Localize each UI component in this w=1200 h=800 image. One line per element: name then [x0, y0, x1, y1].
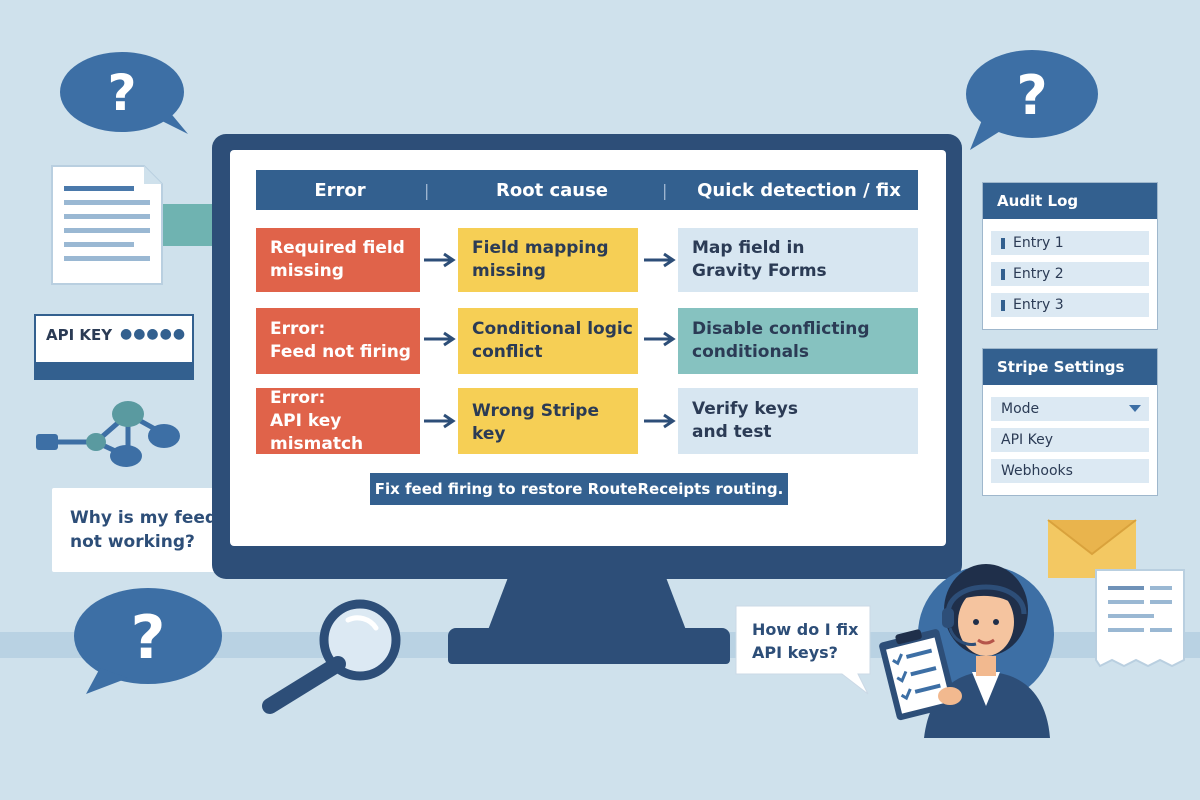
- svg-text:?: ?: [131, 603, 166, 673]
- question-bubble-top-left-icon: ?: [60, 52, 188, 134]
- audit-log-title: Audit Log: [983, 183, 1157, 219]
- row-1-cause-cell: Field mapping missing: [458, 228, 638, 292]
- chevron-down-icon: [1129, 405, 1141, 412]
- webhooks-setting-label: Webhooks: [1001, 463, 1073, 479]
- api-key-setting[interactable]: API Key: [991, 428, 1149, 452]
- question-bubble-top-right-icon: ?: [966, 50, 1098, 150]
- header-divider: |: [662, 180, 668, 200]
- svg-text:?: ?: [107, 64, 136, 122]
- header-quick-fix: Quick detection / fix: [697, 179, 901, 201]
- audit-log-entry-label: Entry 2: [1013, 266, 1064, 282]
- mode-label: Mode: [1001, 401, 1040, 417]
- flow-arrows: [424, 252, 676, 429]
- entry-bullet: [1001, 268, 1005, 280]
- receipt-icon: [1095, 569, 1185, 668]
- question-bubble-bottom-left-icon: ?: [74, 588, 222, 694]
- row-2-fix-cell: Disable conflicting conditionals: [678, 308, 918, 374]
- stripe-settings-title: Stripe Settings: [983, 349, 1157, 385]
- api-key-label: API KEY: [46, 326, 113, 344]
- audit-log-entry[interactable]: Entry 3: [991, 293, 1149, 317]
- api-key-card: API KEY ●●●●●: [34, 314, 194, 380]
- routing-fix-banner: Fix feed firing to restore RouteReceipts…: [370, 473, 788, 505]
- api-key-question-text: How do I fix API keys?: [752, 620, 859, 662]
- support-bubble: [735, 605, 871, 695]
- document-icon: [51, 165, 218, 285]
- webhooks-setting[interactable]: Webhooks: [991, 459, 1149, 483]
- header-divider: |: [424, 180, 430, 200]
- row-1-fix-cell: Map field in Gravity Forms: [678, 228, 918, 292]
- stripe-settings-panel: Stripe Settings Mode API Key Webhooks: [982, 348, 1158, 496]
- audit-log-entry[interactable]: Entry 1: [991, 231, 1149, 255]
- api-key-setting-label: API Key: [1001, 432, 1053, 448]
- monitor-stand-neck: [488, 578, 686, 630]
- troubleshoot-table-header: Error | Root cause | Quick detection / f…: [256, 170, 918, 210]
- magnifier-icon: [262, 599, 401, 714]
- row-3-fix-cell: Verify keys and test: [678, 388, 918, 454]
- api-key-masked-value: ●●●●●: [120, 326, 187, 342]
- envelope-icon: [1047, 519, 1137, 578]
- audit-log-entry[interactable]: Entry 2: [991, 262, 1149, 286]
- mode-select[interactable]: Mode: [991, 397, 1149, 421]
- header-root-cause: Root cause: [495, 179, 609, 201]
- audit-log-entry-label: Entry 3: [1013, 297, 1064, 313]
- audit-log-panel: Audit Log Entry 1 Entry 2 Entry 3: [982, 182, 1158, 330]
- row-3-cause-cell: Wrong Stripe key: [458, 388, 638, 454]
- audit-log-entry-label: Entry 1: [1013, 235, 1064, 251]
- support-agent: [879, 564, 1054, 738]
- entry-bullet: [1001, 299, 1005, 311]
- row-3-error-cell: Error: API key mismatch: [256, 388, 420, 454]
- header-error: Error: [314, 179, 366, 201]
- entry-bullet: [1001, 237, 1005, 249]
- row-2-error-cell: Error: Feed not firing: [256, 308, 420, 374]
- svg-text:?: ?: [1016, 64, 1047, 127]
- row-1-error-cell: Required field missing: [256, 228, 420, 292]
- row-2-cause-cell: Conditional logic conflict: [458, 308, 638, 374]
- api-key-stripe: [36, 362, 192, 378]
- monitor-stand-base: [448, 628, 730, 664]
- network-icon: [36, 401, 180, 467]
